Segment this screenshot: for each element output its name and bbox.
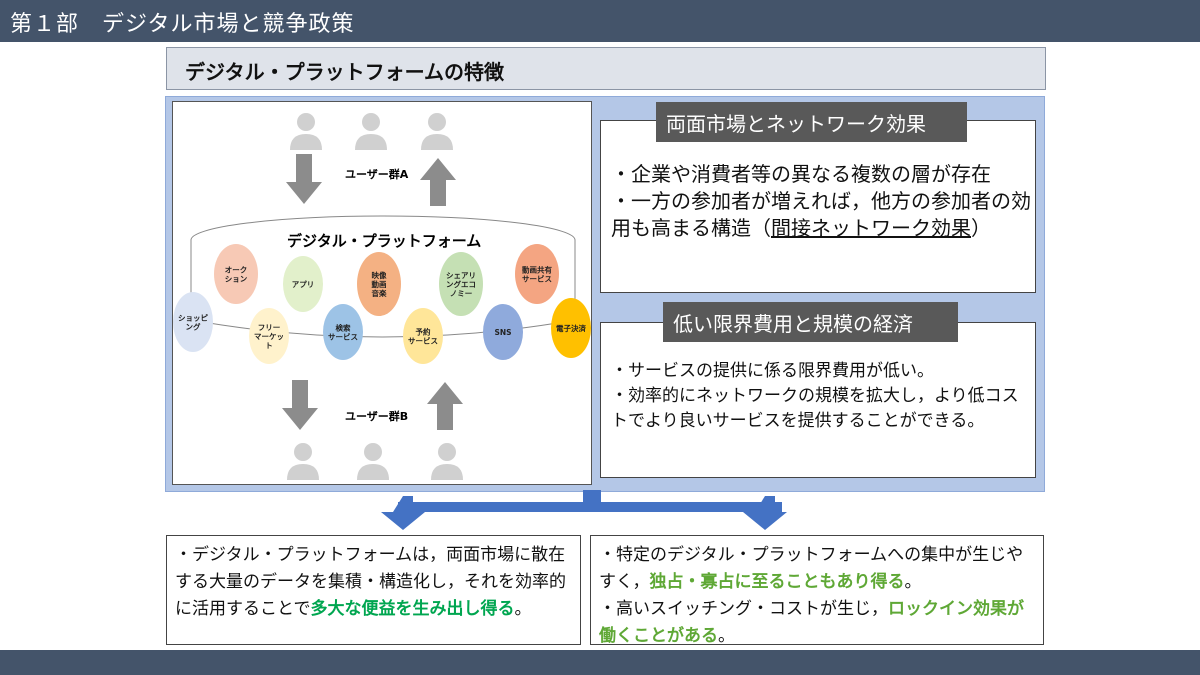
service-bubble-shape: [439, 252, 483, 316]
section-title: デジタル・プラットフォームの特徴: [185, 60, 504, 84]
platform-illustration: ユーザー群A デジタル・プラットフォーム オークションアプリ映像動画音楽シェアリ…: [172, 101, 592, 485]
platform-label: デジタル・プラットフォーム: [287, 232, 481, 250]
service-bubble-shape: [323, 304, 363, 360]
service-label: サービス: [522, 274, 552, 284]
concerns-end2: 。: [718, 626, 735, 646]
service-label: 音楽: [372, 288, 387, 298]
service-label: 動画共有: [522, 265, 552, 275]
service-label: ングエコ: [446, 279, 476, 289]
section-title-box: デジタル・プラットフォームの特徴: [166, 47, 1046, 90]
service-label: マーケッ: [254, 332, 284, 341]
benefits-text: ・デジタル・プラットフォームは，両面市場に散在する大量のデータを集積・構造化し，…: [175, 545, 566, 619]
arrow-bar: [398, 502, 782, 512]
concerns-end1: 。: [904, 572, 922, 592]
service-label: 予約: [416, 327, 431, 337]
concerns-text2: ・高いスイッチング・コストが生じ，: [599, 599, 888, 619]
economies-of-scale-box: ・サービスの提供に係る限界費用が低い。 ・効率的にネットワークの規模を拡大し，よ…: [600, 322, 1036, 478]
arrow-up-icon: [420, 158, 456, 206]
two-sided-market-box: ・企業や消費者等の異なる複数の層が存在 ・一方の参加者が増えれば，他方の参加者の…: [600, 120, 1036, 293]
user-group-b-label: ユーザー群B: [345, 409, 408, 423]
person-icon: [290, 113, 322, 150]
economies-of-scale-heading: 低い限界費用と規模の経済: [663, 302, 958, 342]
service-label: アプリ: [292, 279, 315, 289]
service-label: オーク: [225, 265, 248, 275]
service-label: 電子決済: [556, 323, 586, 333]
box1-line1: ・企業や消費者等の異なる複数の層が存在: [611, 162, 991, 186]
person-icon: [431, 443, 463, 480]
service-label: ション: [225, 275, 248, 284]
branch-arrows: [381, 490, 787, 530]
person-icon: [287, 443, 319, 480]
service-bubble-shape: [551, 298, 591, 358]
service-bubble-shape: [403, 308, 443, 364]
concerns-text1: ・特定のデジタル・プラットフォームへの集中が生じやすく，: [599, 545, 1024, 592]
person-icon: [355, 113, 387, 150]
service-label: 映像: [372, 270, 387, 280]
box1-line2a: ・一方の参加者が増えれば，他方の参加者の効用も高まる構造（: [611, 189, 1031, 240]
concerns-box: ・特定のデジタル・プラットフォームへの集中が生じやすく，独占・寡占に至ることもあ…: [590, 535, 1044, 646]
service-label: サービス: [408, 336, 438, 346]
footer-bar: [0, 650, 1200, 675]
service-bubble-shape: [357, 252, 401, 316]
box2-line1: ・サービスの提供に係る限界費用が低い。: [611, 361, 934, 381]
benefits-box: ・デジタル・プラットフォームは，両面市場に散在する大量のデータを集積・構造化し，…: [166, 535, 581, 645]
service-label: 検索: [336, 323, 351, 333]
service-bubble-shape: [173, 292, 213, 352]
user-group-a-label: ユーザー群A: [345, 167, 409, 181]
service-label: ノミー: [450, 289, 473, 298]
arrow-up-icon: [427, 382, 463, 430]
monopoly-emphasis: 独占・寡占に至ることもあり得る: [649, 572, 905, 592]
service-label: サービス: [328, 332, 358, 342]
service-label: 動画: [372, 279, 387, 289]
arrow-down-icon: [282, 380, 318, 430]
service-bubble-shape: [249, 308, 289, 364]
service-bubble: アプリ: [283, 256, 323, 312]
arrow-down-icon: [286, 154, 322, 204]
service-bubble: SNS: [483, 304, 523, 360]
header-bar: 第１部 デジタル市場と競争政策: [0, 0, 1200, 42]
service-label: フリー: [258, 323, 281, 332]
lockin-emphasis: ロックイン効果が働くことがある: [599, 599, 1024, 646]
service-label: ショッピ: [178, 313, 208, 323]
economies-of-scale-text: ・サービスの提供に係る限界費用が低い。 ・効率的にネットワークの規模を拡大し，よ…: [611, 359, 1031, 434]
indirect-network-effect-term: 間接ネットワーク効果: [771, 216, 971, 240]
service-bubble-shape: [214, 244, 258, 304]
benefits-end: 。: [514, 599, 532, 619]
service-bubble-shape: [283, 256, 323, 312]
two-sided-market-text: ・企業や消費者等の異なる複数の層が存在 ・一方の参加者が増えれば，他方の参加者の…: [611, 161, 1031, 242]
service-bubble: 電子決済: [551, 298, 591, 358]
arrow-down-icon: [381, 496, 425, 530]
benefits-emphasis: 多大な便益を生み出し得る: [310, 599, 515, 619]
service-label: シェアリ: [446, 271, 476, 280]
two-sided-market-heading: 両面市場とネットワーク効果: [656, 102, 967, 142]
illustration-svg: ユーザー群A デジタル・プラットフォーム オークションアプリ映像動画音楽シェアリ…: [173, 113, 591, 480]
service-label: ト: [265, 341, 273, 350]
box1-line2c: ）: [971, 216, 991, 240]
service-label: SNS: [494, 328, 511, 337]
service-bubble-shape: [483, 304, 523, 360]
box2-line2: ・効率的にネットワークの規模を拡大し，より低コストでより良いサービスを提供するこ…: [611, 386, 1019, 431]
header-title: 第１部 デジタル市場と競争政策: [10, 12, 355, 37]
service-bubble-shape: [515, 244, 559, 304]
person-icon: [421, 113, 453, 150]
person-icon: [357, 443, 389, 480]
arrow-down-icon: [743, 496, 787, 530]
service-label: ング: [186, 322, 201, 332]
